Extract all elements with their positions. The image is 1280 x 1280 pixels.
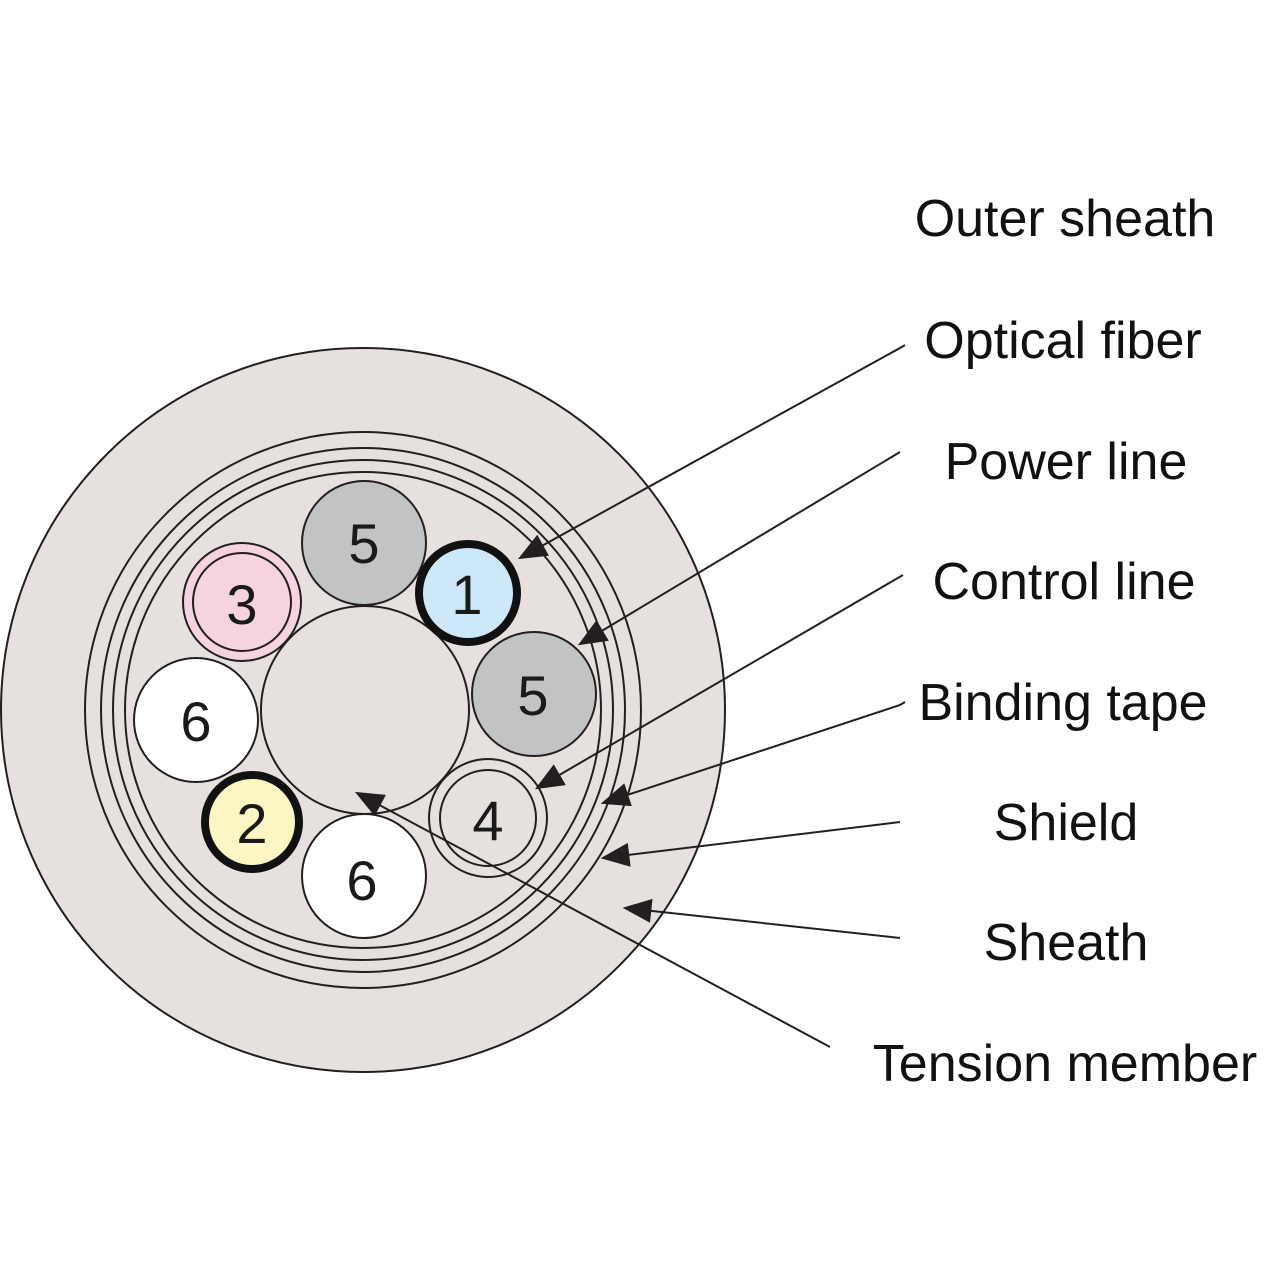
core-5-top: 5 xyxy=(301,480,427,606)
label-binding-tape: Binding tape xyxy=(918,674,1207,732)
label-sheath: Sheath xyxy=(984,914,1149,972)
leader-tension-member xyxy=(354,791,831,1048)
label-power-line: Power line xyxy=(945,433,1188,491)
label-control-line: Control line xyxy=(932,553,1195,611)
leader-optical-fiber xyxy=(517,344,906,560)
leader-control-line xyxy=(534,574,904,790)
core-3: 3 xyxy=(182,542,302,662)
core-2-number: 2 xyxy=(236,792,267,855)
leader-power-line xyxy=(577,451,901,646)
core-5-right: 5 xyxy=(471,631,597,757)
core-5-right-number: 5 xyxy=(517,664,548,727)
core-4-number: 4 xyxy=(472,789,503,852)
leader-sheath xyxy=(622,898,901,939)
label-optical-fiber: Optical fiber xyxy=(924,312,1201,370)
core-1-optical-fiber: 1 xyxy=(415,540,521,646)
label-outer-sheath: Outer sheath xyxy=(915,190,1216,248)
core-3-number: 3 xyxy=(226,573,257,636)
core-4-control-line: 4 xyxy=(428,758,548,878)
binding-tape-ring-inner xyxy=(124,471,602,949)
label-shield: Shield xyxy=(994,794,1139,852)
core-6-bottom-number: 6 xyxy=(346,849,377,912)
leader-binding-tape xyxy=(600,701,906,807)
core-6-left-number: 6 xyxy=(180,690,211,753)
shield-ring xyxy=(100,447,626,973)
binding-tape-ring-outer xyxy=(112,459,614,961)
tension-member xyxy=(260,605,470,815)
core-6-bottom: 6 xyxy=(301,813,427,939)
core-5-top-number: 5 xyxy=(348,512,379,575)
sheath-ring-outer xyxy=(84,431,642,989)
leader-shield xyxy=(600,821,901,867)
core-6-left: 6 xyxy=(133,657,259,783)
core-1-number: 1 xyxy=(451,563,482,626)
core-2: 2 xyxy=(201,771,303,873)
label-tension-member: Tension member xyxy=(873,1035,1257,1093)
